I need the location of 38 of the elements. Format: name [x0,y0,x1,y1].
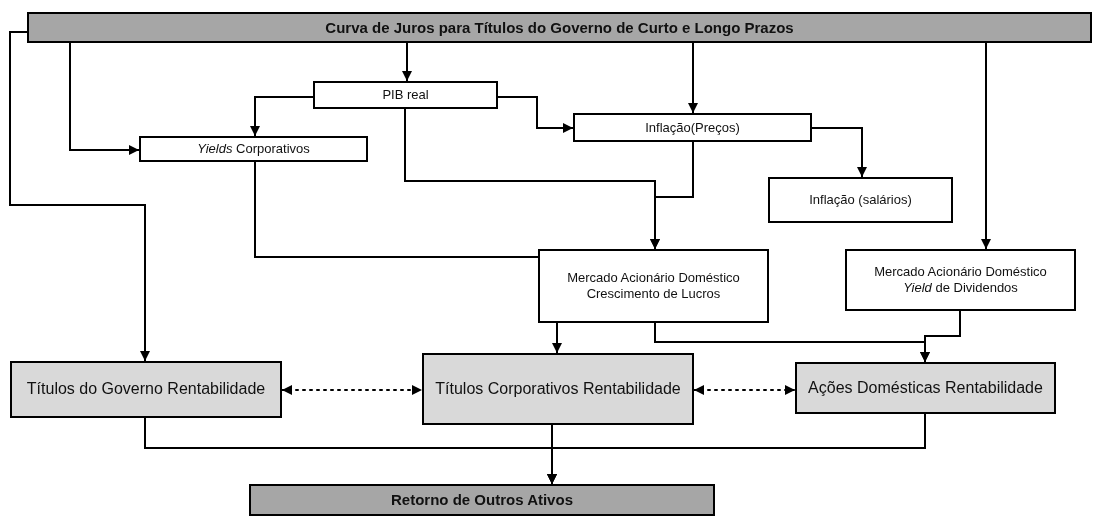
process-box [10,361,282,418]
box-label: Títulos do Governo Rentabilidade [26,381,266,398]
arrow [552,322,562,354]
process-box [573,113,812,142]
box-label: PIB real [382,88,429,102]
arrow [920,310,961,363]
box-label: Curva de Juros para Títulos do Governo de Curto e Longo Prazos [325,19,794,36]
box-label: Mercado Acionário Doméstico [567,271,740,285]
arrow [650,141,694,250]
process-box [795,362,1056,414]
arrow [402,42,412,82]
box-label: Crescimento de Lucros [586,287,721,301]
box-label: Yield de Dividendos [903,281,1018,295]
arrow [69,42,140,155]
arrow [981,42,991,250]
arrow [547,413,926,485]
arrow [281,385,423,395]
process-box [422,353,694,425]
arrow [9,31,150,362]
box-label: Retorno de Outros Ativos [391,492,573,508]
box-label: Ações Domésticas Rentabilidade [808,379,1043,397]
process-box [768,177,953,223]
box-label: Yields Corporativos [197,142,310,156]
box-label: Inflação (salários) [809,193,912,207]
box-label: Mercado Acionário Doméstico [874,265,1047,279]
arrow [688,42,698,114]
process-box [27,12,1092,43]
process-box [139,136,368,162]
box-label: Títulos Corporativos Rentabilidade [435,380,681,398]
box-label: Inflação(Preços) [645,120,740,135]
arrow [693,385,796,395]
process-box [845,249,1076,311]
process-box [313,81,498,109]
arrow [250,96,314,137]
arrow [811,127,867,178]
process-box [538,249,769,323]
arrow [497,96,574,133]
process-box [249,484,715,516]
